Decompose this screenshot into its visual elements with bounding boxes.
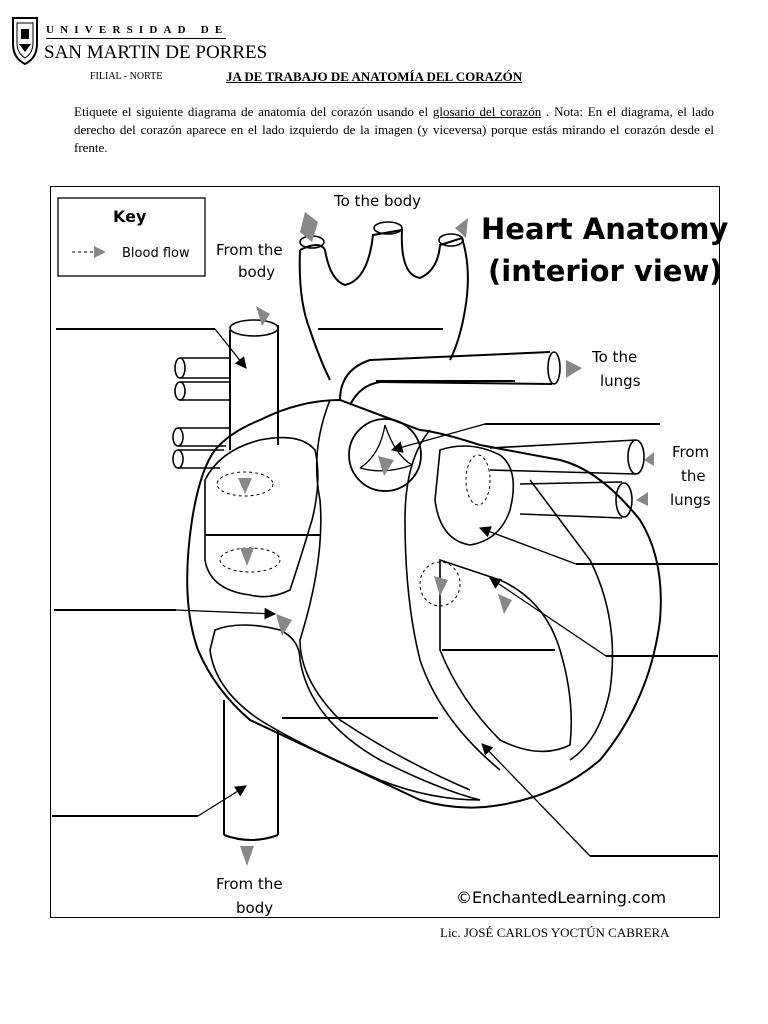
label-from-the-lungs-3: lungs xyxy=(670,491,711,509)
label-to-the-body: To the body xyxy=(333,192,421,210)
university-rule xyxy=(46,38,226,39)
aorta xyxy=(298,228,469,381)
key-box xyxy=(57,197,206,277)
label-from-the-lungs-1: From xyxy=(672,443,709,461)
label-from-the-body-bottom-2: body xyxy=(236,899,273,917)
right-pulmonary-vessels xyxy=(172,357,230,469)
superior-vena-cava xyxy=(229,325,279,450)
label-from-the-body-top-2: body xyxy=(238,263,275,281)
university-seal xyxy=(12,17,38,66)
sheet-title: JA DE TRABAJO DE ANATOMÍA DEL CORAZÓN xyxy=(226,69,523,84)
left-pulmonary-vessels xyxy=(489,439,645,519)
right-atrium xyxy=(204,436,319,598)
label-from-the-lungs-2: the xyxy=(681,467,706,485)
label-from-the-body-top-1: From the xyxy=(216,241,283,259)
answer-lines xyxy=(52,328,718,857)
glossary-link[interactable]: glosario del corazón xyxy=(432,104,542,119)
key-blood-flow-label: Blood flow xyxy=(122,246,190,261)
filial-label: FILIAL - NORTE xyxy=(90,71,163,82)
university-top-line: UNIVERSIDAD DE xyxy=(46,24,229,36)
label-to-the-lungs-1: To the xyxy=(591,348,637,366)
university-name: SAN MARTIN DE PORRES xyxy=(44,42,268,63)
heart-outline xyxy=(186,398,662,809)
right-ventricle xyxy=(209,624,481,801)
pulmonary-artery xyxy=(339,351,553,406)
leader-arrows xyxy=(175,328,607,857)
label-to-the-lungs-2: lungs xyxy=(600,372,641,390)
aorta-branch-2 xyxy=(373,221,403,235)
key-flow-arrow-icon xyxy=(94,246,106,258)
left-ventricle-outer xyxy=(529,479,614,761)
instructions-text-1: Etiquete el siguiente diagrama de anatom… xyxy=(74,104,433,119)
label-from-the-body-bottom-1: From the xyxy=(216,875,283,893)
instructions-text-2: . Nota: En el diagrama, el lado derecho … xyxy=(74,104,714,155)
blood-flow-arrow-icons xyxy=(238,212,654,866)
header: UNIVERSIDAD DE SAN MARTIN DE PORRES FILI… xyxy=(0,0,768,90)
inferior-vena-cava xyxy=(223,700,279,835)
diagram-title-line2: (interior view) xyxy=(488,254,723,288)
left-atrium xyxy=(434,445,515,546)
valves-dashed xyxy=(216,454,491,607)
heart-diagram-frame xyxy=(50,186,720,918)
credit-enchanted-learning: ©EnchantedLearning.com xyxy=(456,888,666,907)
diagram-title-line1: Heart Anatomy xyxy=(481,212,728,246)
key-title: Key xyxy=(113,207,147,226)
instructions-paragraph: Etiquete el siguiente diagrama de anatom… xyxy=(74,103,714,157)
aorta-branch-3 xyxy=(438,233,464,247)
septum xyxy=(299,399,501,791)
footer-author: Lic. JOSÉ CARLOS YOCTÚN CABRERA xyxy=(440,925,670,940)
ivc-bottom xyxy=(223,834,279,841)
pulmonary-artery-opening xyxy=(547,351,561,385)
aortic-valve xyxy=(348,418,422,492)
svc-opening xyxy=(229,319,279,337)
